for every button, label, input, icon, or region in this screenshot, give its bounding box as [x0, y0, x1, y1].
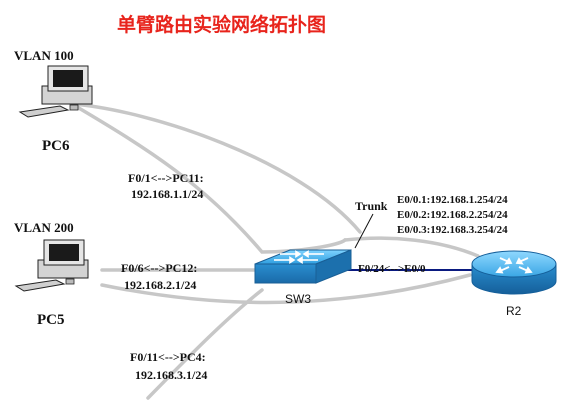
- subif-3: E0/0.3:192.168.3.254/24: [397, 224, 508, 236]
- sw3-name: SW3: [285, 292, 311, 306]
- pc6-port-label: F0/1<-->PC11:: [128, 171, 204, 185]
- r2-node[interactable]: R2: [471, 250, 557, 318]
- uplink-label: F0/24<-->E0/0: [358, 263, 426, 275]
- pc6-node[interactable]: VLAN 100 PC6: [14, 48, 93, 154]
- link-sw3-down: [146, 288, 264, 400]
- trunk-label: Trunk: [355, 199, 388, 213]
- link-pc6-loop: [70, 102, 362, 234]
- r2-name: R2: [506, 304, 522, 318]
- pc5-ip-label: 192.168.2.1/24: [124, 278, 196, 292]
- link-sw3-r2-trunk: [343, 236, 480, 258]
- diagram-title: 单臂路由实验网络拓扑图: [117, 13, 326, 36]
- pc6-vlan-label: VLAN 100: [14, 48, 74, 63]
- pc6-ip-label: 192.168.1.1/24: [131, 187, 203, 201]
- pc5-vlan-label: VLAN 200: [14, 220, 74, 235]
- switch-icon: [254, 249, 352, 284]
- pc5-node[interactable]: VLAN 200 PC5: [14, 220, 89, 328]
- sw3-node[interactable]: SW3: [254, 249, 352, 306]
- pc5-name: PC5: [37, 312, 65, 328]
- pc5-port-label: F0/6<-->PC12:: [121, 261, 197, 275]
- subif-1: E0/0.1:192.168.1.254/24: [397, 194, 508, 206]
- subif-2: E0/0.2:192.168.2.254/24: [397, 209, 508, 221]
- desktop-computer-icon: [18, 65, 93, 118]
- desktop-computer-icon: [14, 239, 89, 292]
- pc4-ip-label: 192.168.3.1/24: [135, 368, 207, 382]
- pc6-name: PC6: [42, 138, 70, 154]
- link-pc6-sw3: [70, 102, 347, 254]
- trunk-pointer: [354, 213, 374, 249]
- pc4-port-label: F0/11<-->PC4:: [130, 350, 206, 364]
- link-pc5-loop: [100, 273, 472, 305]
- router-icon: [471, 250, 557, 295]
